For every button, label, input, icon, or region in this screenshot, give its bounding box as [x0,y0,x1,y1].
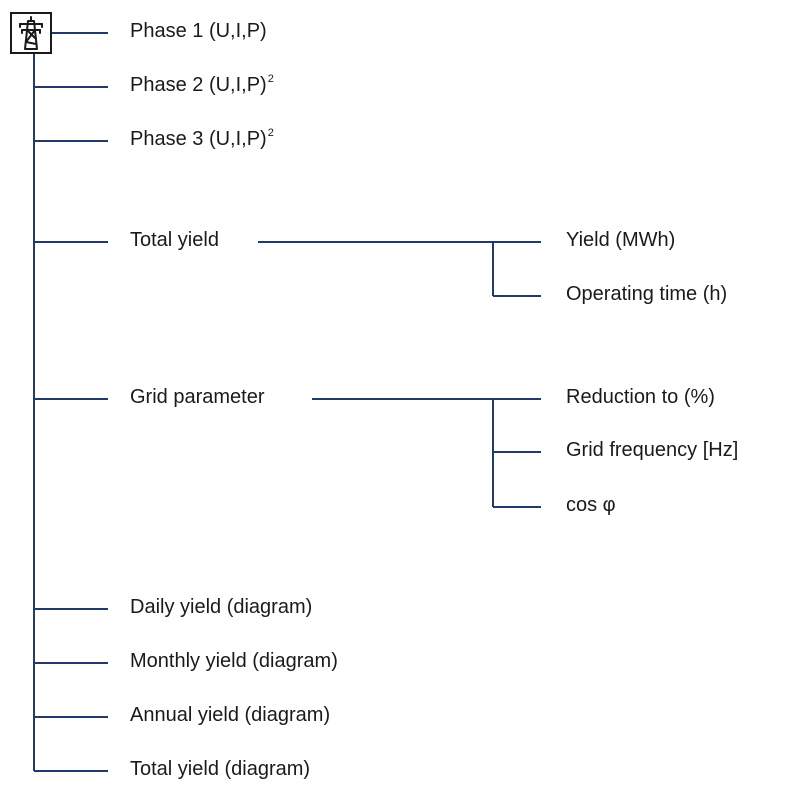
menu-item-cos-phi[interactable]: cos φ [566,493,616,517]
menu-item-operating-time[interactable]: Operating time (h) [566,282,727,306]
menu-item-daily-yield-text: Daily yield (diagram) [130,596,313,618]
menu-item-phase3[interactable]: Phase 3 (U,I,P)2 [130,127,274,151]
menu-item-yield-mwh-text: Yield (MWh) [566,229,676,251]
menu-item-phase1[interactable]: Phase 1 (U,I,P) [130,19,267,43]
menu-item-phase2[interactable]: Phase 2 (U,I,P)2 [130,73,274,97]
menu-item-total-yield-text: Total yield [130,229,219,251]
menu-item-reduction-to-text: Reduction to (%) [566,386,715,408]
menu-item-grid-parameter[interactable]: Grid parameter [130,385,265,409]
menu-item-phase2-footnote: 2 [267,73,274,85]
menu-item-total-yield[interactable]: Total yield [130,228,219,252]
menu-item-annual-yield-text: Annual yield (diagram) [130,704,331,726]
menu-item-yield-mwh[interactable]: Yield (MWh) [566,228,675,252]
power-pylon-icon [10,12,52,54]
menu-item-phase3-text: Phase 3 (U,I,P) [130,128,267,150]
menu-item-cos-phi-text: cos φ [566,494,616,516]
menu-item-monthly-yield[interactable]: Monthly yield (diagram) [130,649,338,673]
menu-item-daily-yield[interactable]: Daily yield (diagram) [130,595,312,619]
menu-item-grid-frequency[interactable]: Grid frequency [Hz] [566,438,738,462]
menu-item-monthly-yield-text: Monthly yield (diagram) [130,650,338,672]
menu-item-annual-yield[interactable]: Annual yield (diagram) [130,703,330,727]
menu-item-grid-parameter-text: Grid parameter [130,386,265,408]
menu-item-grid-frequency-text: Grid frequency [Hz] [566,439,739,461]
menu-item-total-yield-diagram[interactable]: Total yield (diagram) [130,757,310,781]
menu-item-operating-time-text: Operating time (h) [566,283,728,305]
menu-item-phase2-text: Phase 2 (U,I,P) [130,74,267,96]
menu-item-total-yield-diagram-text: Total yield (diagram) [130,758,311,780]
menu-item-reduction-to[interactable]: Reduction to (%) [566,385,715,409]
menu-item-phase3-footnote: 2 [267,127,274,139]
menu-item-phase1-text: Phase 1 (U,I,P) [130,20,267,42]
